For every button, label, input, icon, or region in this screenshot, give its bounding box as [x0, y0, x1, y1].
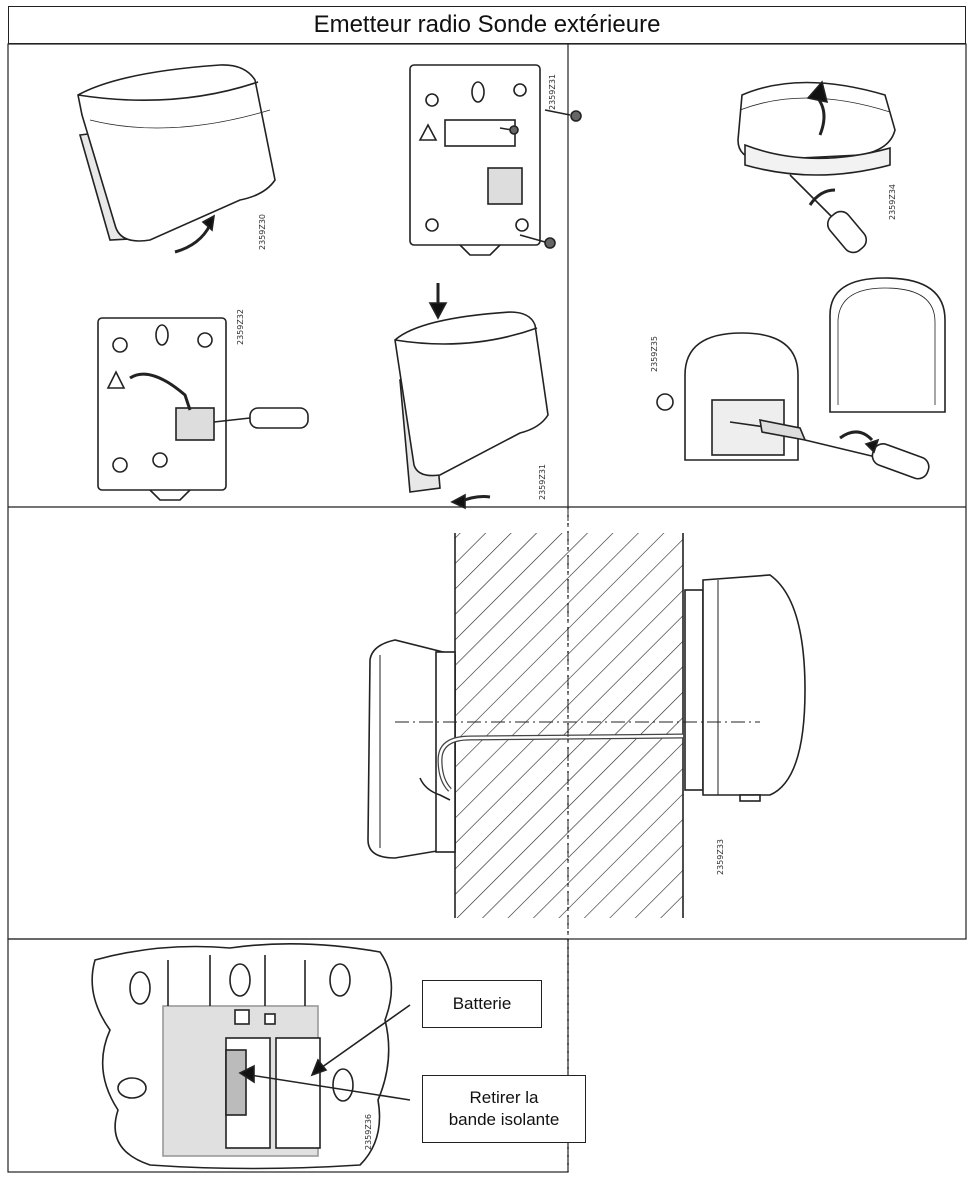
section-frames: [7, 43, 967, 1173]
figure-code: 2359Z33: [716, 838, 725, 875]
battery-label-text: Batterie: [452, 994, 512, 1013]
figure-code: 2359Z32: [236, 308, 245, 345]
fig-cover-open: [77, 64, 276, 254]
figure-code: 2359Z34: [888, 183, 897, 220]
fig-wall-plate-wiring: [97, 317, 309, 501]
figure-code: 2359Z35: [650, 335, 659, 372]
remove-strip-label: Retirer la bande isolante: [422, 1075, 586, 1143]
title-text: Emetteur radio Sonde extérieure: [313, 11, 661, 38]
figure-code: 2359Z31: [538, 463, 547, 500]
fig-cover-close: [394, 283, 549, 510]
fig-wall-section: [367, 507, 806, 939]
battery-label: Batterie: [422, 980, 542, 1028]
fig-sensor-open: [737, 80, 896, 254]
remove-strip-line2: bande isolante: [448, 1110, 560, 1129]
fig-battery-compartment: [91, 943, 411, 1170]
figure-code: 2359Z31: [548, 73, 557, 110]
fig-wall-plate-screws: [409, 64, 582, 256]
figure-code: 2359Z30: [258, 213, 267, 250]
fig-sensor-mount: [656, 277, 946, 480]
remove-strip-line1: Retirer la: [469, 1087, 539, 1107]
figure-code: 2359Z36: [364, 1113, 373, 1150]
